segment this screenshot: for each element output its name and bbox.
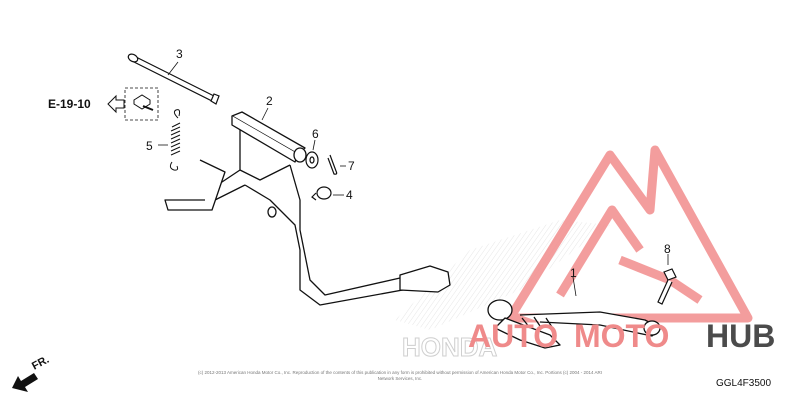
return-spring (169, 109, 181, 171)
honda-brand-text: HONDA (402, 332, 498, 362)
callout-2: 2 (266, 94, 273, 108)
main-stand (164, 111, 451, 306)
front-arrow (12, 373, 38, 392)
callout-4: 4 (346, 188, 353, 202)
kick-arm-bolt (657, 268, 677, 305)
washer (305, 151, 319, 169)
watermark-triangle-logo (505, 145, 753, 323)
watermark-text-moto: MOTO (574, 318, 670, 354)
callout-3: 3 (176, 47, 183, 61)
copyright-notice: (c) 2012-2013 American Honda Motor Co., … (198, 370, 602, 381)
pivot-shaft (127, 53, 220, 105)
callout-6: 6 (312, 127, 319, 141)
callout-5: 5 (146, 139, 153, 153)
watermark-text-hub: HUB (706, 318, 776, 354)
watermark-text-auto: AUTO (468, 318, 559, 354)
section-reference-label[interactable]: E-19-10 (48, 97, 91, 111)
stopper-rubber (311, 186, 332, 201)
kick-starter-arm (487, 299, 661, 349)
callout-1: 1 (570, 266, 577, 280)
reference-arrow (107, 87, 159, 121)
cotter-pin (327, 154, 338, 175)
callout-8: 8 (664, 242, 671, 256)
diagram-code: GGL4F3500 (716, 378, 772, 389)
callout-7: 7 (348, 159, 355, 173)
